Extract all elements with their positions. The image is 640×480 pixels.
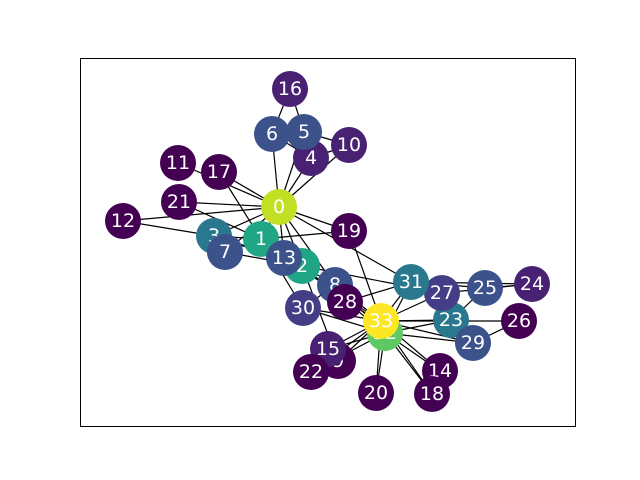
node-label: 17 — [207, 161, 231, 183]
node-20: 20 — [358, 375, 394, 411]
node-label: 25 — [473, 277, 497, 299]
node-28: 28 — [327, 284, 363, 320]
node-label: 16 — [278, 78, 302, 100]
node-16: 16 — [272, 71, 308, 107]
node-circle — [285, 290, 321, 326]
node-label: 11 — [166, 152, 190, 174]
node-circle — [455, 325, 491, 361]
node-label: 27 — [430, 282, 454, 304]
node-label: 1 — [255, 228, 267, 250]
node-circle — [266, 240, 302, 276]
node-label: 30 — [291, 297, 315, 319]
node-13: 13 — [266, 240, 302, 276]
node-circle — [514, 266, 550, 302]
node-circle — [207, 234, 243, 270]
node-circle — [363, 303, 399, 339]
node-circle — [254, 116, 290, 152]
node-circle — [358, 375, 394, 411]
node-circle — [331, 213, 367, 249]
node-label: 26 — [507, 310, 531, 332]
node-6: 6 — [254, 116, 290, 152]
node-label: 13 — [272, 247, 296, 269]
node-circle — [201, 154, 237, 190]
node-24: 24 — [514, 266, 550, 302]
node-21: 21 — [161, 184, 197, 220]
node-circle — [272, 71, 308, 107]
node-label: 29 — [461, 332, 485, 354]
node-19: 19 — [331, 213, 367, 249]
node-label: 7 — [219, 241, 231, 263]
node-31: 31 — [393, 264, 429, 300]
node-label: 24 — [520, 273, 544, 295]
node-label: 31 — [399, 271, 423, 293]
node-10: 10 — [331, 127, 367, 163]
node-circle — [105, 203, 141, 239]
node-label: 4 — [305, 147, 317, 169]
node-25: 25 — [467, 270, 503, 306]
node-circle — [331, 127, 367, 163]
node-circle — [286, 114, 322, 150]
node-29: 29 — [455, 325, 491, 361]
plot-frame — [80, 58, 576, 427]
node-label: 12 — [111, 210, 135, 232]
node-circle — [414, 376, 450, 412]
node-label: 21 — [167, 191, 191, 213]
node-circle — [160, 145, 196, 181]
node-7: 7 — [207, 234, 243, 270]
node-label: 18 — [420, 383, 444, 405]
node-0: 0 — [261, 189, 297, 225]
node-circle — [327, 284, 363, 320]
edge-0-12 — [122, 206, 280, 222]
node-label: 6 — [266, 123, 278, 145]
node-label: 23 — [439, 309, 463, 331]
node-11: 11 — [160, 145, 196, 181]
node-22: 22 — [293, 354, 329, 390]
node-circle — [424, 275, 460, 311]
node-27: 27 — [424, 275, 460, 311]
node-circle — [261, 189, 297, 225]
node-label: 19 — [337, 220, 361, 242]
node-label: 20 — [364, 382, 388, 404]
node-17: 17 — [201, 154, 237, 190]
node-label: 10 — [337, 134, 361, 156]
node-5: 5 — [286, 114, 322, 150]
node-12: 12 — [105, 203, 141, 239]
node-circle — [467, 270, 503, 306]
node-circle — [501, 303, 537, 339]
node-label: 0 — [273, 196, 285, 218]
node-33: 33 — [363, 303, 399, 339]
node-circle — [293, 354, 329, 390]
node-label: 15 — [316, 338, 340, 360]
node-label: 28 — [333, 291, 357, 313]
node-label: 33 — [369, 310, 393, 332]
nodes-layer: 0123456789101112131415161718192021222324… — [105, 71, 550, 412]
node-circle — [161, 184, 197, 220]
node-circle — [393, 264, 429, 300]
node-label: 22 — [299, 361, 323, 383]
node-label: 5 — [298, 121, 310, 143]
node-18: 18 — [414, 376, 450, 412]
node-30: 30 — [285, 290, 321, 326]
node-26: 26 — [501, 303, 537, 339]
